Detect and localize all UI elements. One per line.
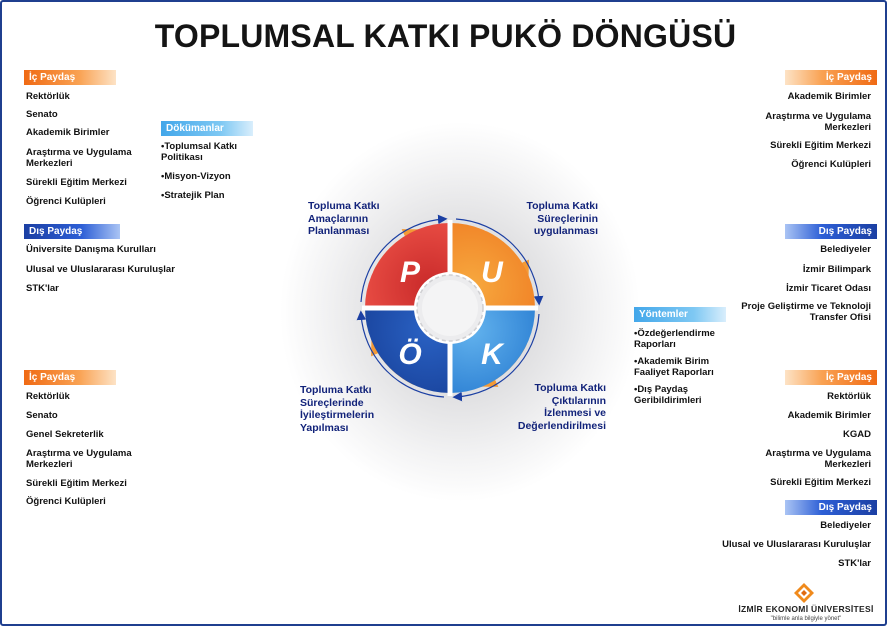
left-ic-paydas-2-header: İç Paydaş [24,370,116,385]
left-ic1-item: Senato [26,109,58,120]
left-dis-item: STK'lar [26,283,59,294]
university-name: İZMİR EKONOMİ ÜNİVERSİTESİ [738,604,874,614]
yontemler-item: •Akademik Birim Faaliyet Raporları [634,356,714,378]
letter-p: P [400,256,421,289]
right-ic-paydas-1-header: İç Paydaş [785,70,877,85]
phase-do-label: Topluma Katkı Süreçlerinin uygulanması [526,200,598,237]
left-ic2-item: Sürekli Eğitim Merkezi [26,478,127,489]
right-ic1-item: Sürekli Eğitim Merkezi [770,140,871,151]
right-ic2-item: Akademik Birimler [787,410,871,421]
right-dis1-item: Proje Geliştirme ve Teknoloji Transfer O… [741,301,871,323]
page-title: TOPLUMSAL KATKI PUKÖ DÖNGÜSÜ [154,18,737,54]
blue-cycle-arrow [455,218,544,306]
right-ic2-item: Rektörlük [827,391,871,402]
phase-plan-label: Topluma Katkı Amaçlarının Planlanması [308,200,380,237]
yontemler-item: •Özdeğerlendirme Raporları [634,328,715,350]
puko-cycle-diagram: P U K Ö [356,214,544,402]
dokumanlar-header: Dökümanlar [161,121,253,136]
phase-check-label: Topluma Katkı Çıktılarının İzlenmesi ve … [517,382,606,432]
dokumanlar-item: •Stratejik Plan [161,190,225,201]
right-dis2-item: Belediyeler [820,520,871,531]
right-ic1-item: Araştırma ve Uygulama Merkezleri [765,111,871,133]
right-dis2-item: Ulusal ve Uluslararası Kuruluşlar [722,539,871,550]
university-logo-icon [794,583,814,603]
left-ic2-item: Öğrenci Kulüpleri [26,496,106,507]
right-dis-paydas-1-header: Dış Paydaş [785,224,877,239]
dokumanlar-item: •Toplumsal Katkı Politikası [161,141,237,163]
letter-u: U [481,256,504,289]
letter-k: K [481,338,505,371]
left-ic1-item: Araştırma ve Uygulama Merkezleri [26,147,132,169]
left-dis-item: Ulusal ve Uluslararası Kuruluşlar [26,264,175,275]
right-dis2-item: STK'lar [838,558,871,569]
left-dis-item: Üniversite Danışma Kurulları [26,244,156,255]
blue-cycle-arrow [360,214,448,303]
yontemler-header: Yöntemler [634,307,726,322]
dokumanlar-item: •Misyon-Vizyon [161,171,231,182]
blue-cycle-arrow [452,313,540,402]
left-ic1-item: Rektörlük [26,91,70,102]
left-ic1-item: Sürekli Eğitim Merkezi [26,177,127,188]
right-ic1-item: Akademik Birimler [787,91,871,102]
right-ic2-item: Araştırma ve Uygulama Merkezleri [765,448,871,470]
right-ic-paydas-2-header: İç Paydaş [785,370,877,385]
left-ic2-item: Genel Sekreterlik [26,429,104,440]
phase-act-label: Topluma Katkı Süreçlerinde İyileştirmele… [300,384,375,434]
left-ic-paydas-1-header: İç Paydaş [24,70,116,85]
left-ic2-item: Rektörlük [26,391,70,402]
blue-cycle-arrow [356,310,445,398]
university-slogan: "bilimle anla bilgiyle yönet" [770,616,842,622]
yontemler-item: •Dış Paydaş Geribildirimleri [634,384,702,406]
right-ic2-item: KGAD [843,429,871,440]
letter-o: Ö [398,338,421,371]
right-ic2-item: Sürekli Eğitim Merkezi [770,477,871,488]
left-ic1-item: Akademik Birimler [26,127,110,138]
left-ic2-item: Senato [26,410,58,421]
right-dis1-item: Belediyeler [820,244,871,255]
left-dis-paydas-header: Dış Paydaş [24,224,120,239]
right-dis-paydas-2-header: Dış Paydaş [785,500,877,515]
left-ic2-item: Araştırma ve Uygulama Merkezleri [26,448,132,470]
right-dis1-item: İzmir Ticaret Odası [786,283,871,294]
left-ic1-item: Öğrenci Kulüpleri [26,196,106,207]
right-ic1-item: Öğrenci Kulüpleri [791,159,871,170]
right-dis1-item: İzmir Bilimpark [802,264,871,275]
